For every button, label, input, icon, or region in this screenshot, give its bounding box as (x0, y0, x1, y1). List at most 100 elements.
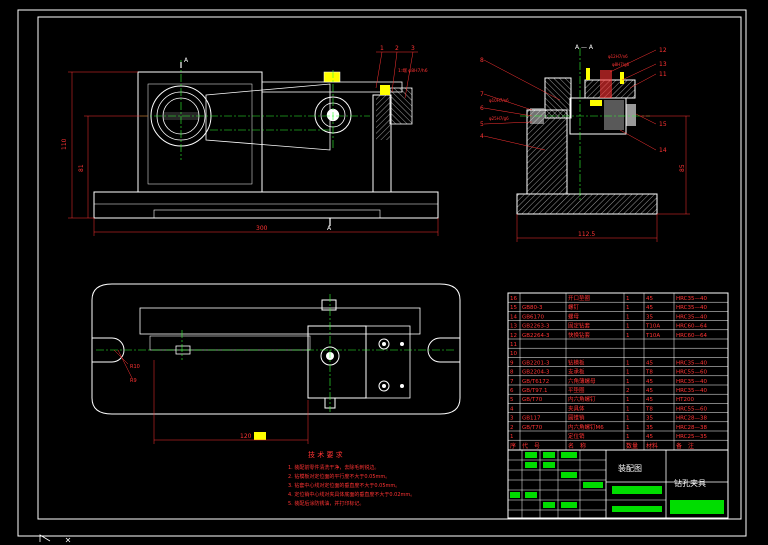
technical-requirements: 技 术 要 求 1. 装配前零件清洗干净，去除毛刺锐边。 2. 钻模板对定位面的… (288, 450, 415, 507)
bom-cell: HRC35—40 (676, 388, 708, 394)
dim-width-300: 300 (256, 225, 268, 232)
bom-cell: T10A (645, 333, 660, 339)
side-balloon-12: 12 (659, 47, 667, 54)
bom-cell: 45 (646, 379, 653, 385)
dim-height-110: 110 (61, 138, 68, 150)
bom-cell: GB/T97.1 (522, 388, 548, 394)
front-view-dimensions (68, 71, 439, 236)
bom-cell: 1 (626, 296, 630, 302)
bom-cell: 2 (626, 388, 630, 394)
bom-cell: T8 (645, 406, 653, 412)
bom-cell: 3 (510, 416, 514, 422)
bom-cell: 35 (646, 416, 653, 422)
bom-cell: HRC28—38 (676, 425, 708, 431)
plan-view-dimensions (113, 349, 309, 444)
bom-cell: 1 (626, 314, 630, 320)
bom-cell: 45 (646, 388, 653, 394)
side-balloon-leaders-right (609, 49, 657, 151)
dim-plan-r: R9 (130, 378, 137, 384)
bom-cell: 六角薄螺母 (568, 377, 596, 385)
side-fit-note-d: φ8H7/g6 (612, 62, 630, 67)
front-balloon-3: 3 (411, 45, 415, 52)
tech-req-item-4: 4. 定位销中心线对夹具体底面的垂直度不大于0.02mm。 (288, 491, 415, 498)
bom-cell: 钻模板 (568, 358, 585, 366)
bom-cell: 45 (646, 296, 653, 302)
bom-header-cell: 数量 (626, 442, 638, 450)
bom-header-cell: 材料 (646, 442, 658, 450)
bom-cell: 45 (646, 360, 653, 366)
bom-cell: 1 (626, 379, 630, 385)
bom-cell: GB2201-3 (522, 360, 550, 366)
bom-cell: 1 (510, 434, 514, 440)
bom-cell: 35 (646, 314, 653, 320)
bom-header-cell: 名 称 (568, 442, 586, 450)
bom-cell: 14 (510, 314, 517, 320)
bom-header-cell: 备 注 (676, 442, 694, 450)
bom-cell: HRC60—64 (676, 324, 708, 330)
bom-cell: T8 (645, 370, 653, 376)
bom-cell: T10A (645, 324, 660, 330)
bom-cell: 1 (626, 416, 630, 422)
bom-cell: 2 (510, 425, 514, 431)
side-fit-note-c: φ12H7/n6 (608, 54, 628, 59)
bom-cell: 15 (510, 305, 517, 311)
dim-side-height: 85 (679, 164, 686, 172)
bom-cell: 1 (626, 406, 630, 412)
title-block (507, 449, 729, 519)
bom-cell: 12 (510, 333, 517, 339)
tech-req-item-3: 3. 钻套中心线对定位面的垂直度不大于0.05mm。 (288, 482, 400, 489)
front-balloon-2: 2 (395, 45, 399, 52)
bom-cell: 内六角螺钉 (568, 395, 596, 403)
bom-cell: GB/T70 (522, 397, 543, 403)
bom-cell: HRC35—40 (676, 314, 708, 320)
front-view (93, 60, 439, 226)
bom-cell: 1 (626, 360, 630, 366)
bom-cell: HRC55—60 (676, 406, 708, 412)
tech-req-item-2: 2. 钻模板对定位面的平行度不大于0.05mm。 (288, 473, 390, 480)
side-balloon-15: 15 (659, 121, 667, 128)
bom-cell: 1 (626, 397, 630, 403)
section-mark-a-top: A (184, 57, 189, 64)
bom-cell: GB117 (522, 416, 541, 422)
bom-cell: GB2264-3 (522, 333, 550, 339)
sheet-inner-border (37, 16, 742, 520)
bom-cell: 定位销 (568, 432, 585, 440)
bom-cell: HRC60—64 (676, 333, 708, 339)
bom-cell: GB/T70 (522, 425, 543, 431)
bom-cell: 螺母 (568, 312, 580, 320)
bom-cell: GB2263-3 (522, 324, 550, 330)
side-balloon-11: 11 (659, 71, 667, 78)
bom-cell: 夹具体 (568, 404, 585, 412)
tech-req-item-1: 1. 装配前零件清洗干净，去除毛刺锐边。 (288, 464, 379, 471)
bom-cell: 圆锥销 (568, 414, 585, 422)
bom-cell: GB80-3 (522, 305, 543, 311)
bom-cell: 45 (646, 434, 653, 440)
ucs-icon (39, 534, 71, 543)
side-balloon-6: 6 (480, 105, 484, 112)
bom-cell: HT200 (676, 397, 694, 403)
bom-cell: 1 (626, 333, 630, 339)
dim-height-81: 81 (78, 164, 85, 172)
bom-header-cell: 代 号 (522, 442, 540, 450)
tech-req-title: 技 术 要 求 (308, 450, 343, 459)
bom-cell: 开口垫圈 (568, 294, 591, 302)
bom-header-cell: 序 (510, 442, 516, 450)
side-balloon-14: 14 (659, 147, 667, 154)
bom-cell: GB/T6172 (522, 379, 549, 385)
side-fit-note-b: φ25H7/g6 (489, 116, 509, 121)
side-balloon-5: 5 (480, 121, 484, 128)
plan-view (91, 283, 461, 440)
bom-cell: 10 (510, 351, 517, 357)
side-balloon-leaders-left (483, 59, 561, 151)
tech-req-item-5: 5. 装配后涂防锈油，并打印标记。 (288, 500, 364, 507)
bom-cell: 5 (510, 397, 514, 403)
side-view (516, 48, 658, 215)
side-balloon-4: 4 (480, 133, 484, 140)
bom-cell: 平垫圈 (568, 386, 585, 394)
bom-cell: 1 (626, 324, 630, 330)
side-fit-note-a: φ10H7/n6 (489, 98, 509, 103)
front-fit-note: 1:端 φ8H7/h6 (398, 67, 428, 74)
front-balloon-1: 1 (380, 45, 384, 52)
